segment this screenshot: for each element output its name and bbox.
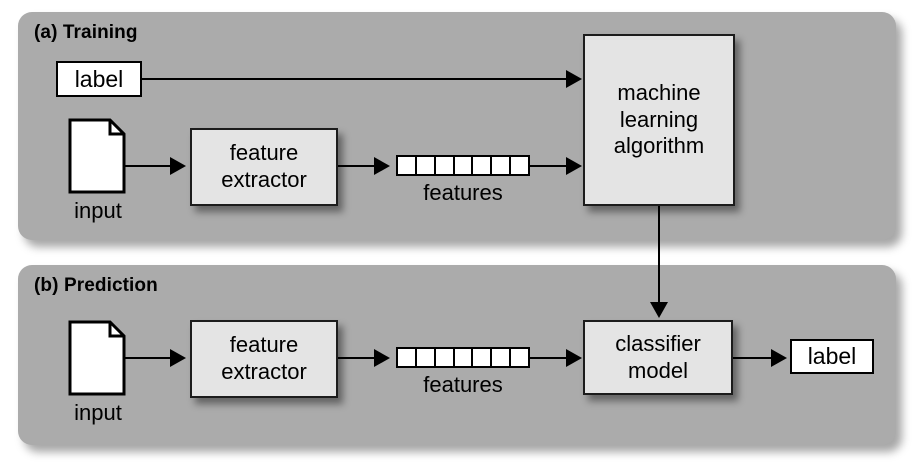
arrow-down-icon [650, 302, 668, 318]
classifier-model-box: classifier model [583, 320, 733, 395]
training-input-connector [124, 165, 170, 167]
arrow-right-icon [170, 157, 186, 175]
arrow-right-icon [170, 349, 186, 367]
prediction-output-connector [733, 357, 771, 359]
feature-cell [398, 157, 417, 174]
prediction-extractor-connector [338, 357, 374, 359]
classifier-model-line2: model [628, 357, 688, 383]
prediction-output-label-box: label [790, 339, 874, 374]
arrow-right-icon [566, 157, 582, 175]
ml-algorithm-line3: algorithm [613, 133, 705, 159]
panel-training-title: (a) Training [34, 22, 138, 43]
feature-cell [511, 157, 528, 174]
feature-cell [417, 157, 436, 174]
document-page-icon [68, 118, 126, 194]
prediction-feature-extractor-box: feature extractor [190, 320, 338, 398]
feature-cell [455, 349, 474, 366]
prediction-feature-extractor-line2: extractor [221, 359, 307, 384]
arrow-right-icon [566, 349, 582, 367]
prediction-input-caption: input [74, 400, 122, 425]
prediction-input-connector [124, 357, 170, 359]
prediction-features-caption: features [423, 372, 503, 397]
feature-cell [398, 349, 417, 366]
feature-cell [492, 157, 512, 174]
prediction-features-connector [530, 357, 566, 359]
training-input-caption: input [74, 198, 122, 223]
training-features-connector [530, 165, 566, 167]
training-feature-extractor-line1: feature [229, 140, 299, 166]
training-features-vector [396, 155, 530, 176]
feature-cell [511, 349, 528, 366]
training-feature-extractor-line2: extractor [221, 167, 307, 192]
ml-algorithm-line2: learning [619, 106, 699, 132]
prediction-features-vector [396, 347, 530, 368]
panel-prediction-title: (b) Prediction [34, 275, 158, 296]
training-feature-extractor-box: feature extractor [190, 128, 338, 206]
arrow-right-icon [374, 349, 390, 367]
feature-cell [417, 349, 436, 366]
feature-cell [436, 349, 455, 366]
classifier-model-line1: classifier [615, 330, 701, 356]
feature-cell [436, 157, 455, 174]
arrow-right-icon [374, 157, 390, 175]
feature-cell [473, 349, 493, 366]
training-extractor-connector [338, 165, 374, 167]
model-transfer-connector [658, 206, 660, 302]
feature-cell [492, 349, 512, 366]
feature-cell [473, 157, 493, 174]
training-label-connector [142, 78, 566, 80]
ml-algorithm-line1: machine [617, 79, 701, 105]
document-page-icon [68, 320, 126, 396]
feature-cell [455, 157, 474, 174]
prediction-feature-extractor-line1: feature [229, 332, 299, 358]
machine-learning-algorithm-box: machine learning algorithm [583, 34, 735, 206]
training-features-caption: features [423, 180, 503, 205]
arrow-right-icon [771, 349, 787, 367]
panel-training: (a) Training [18, 12, 896, 240]
training-label-box: label [56, 61, 142, 97]
arrow-right-icon [566, 70, 582, 88]
